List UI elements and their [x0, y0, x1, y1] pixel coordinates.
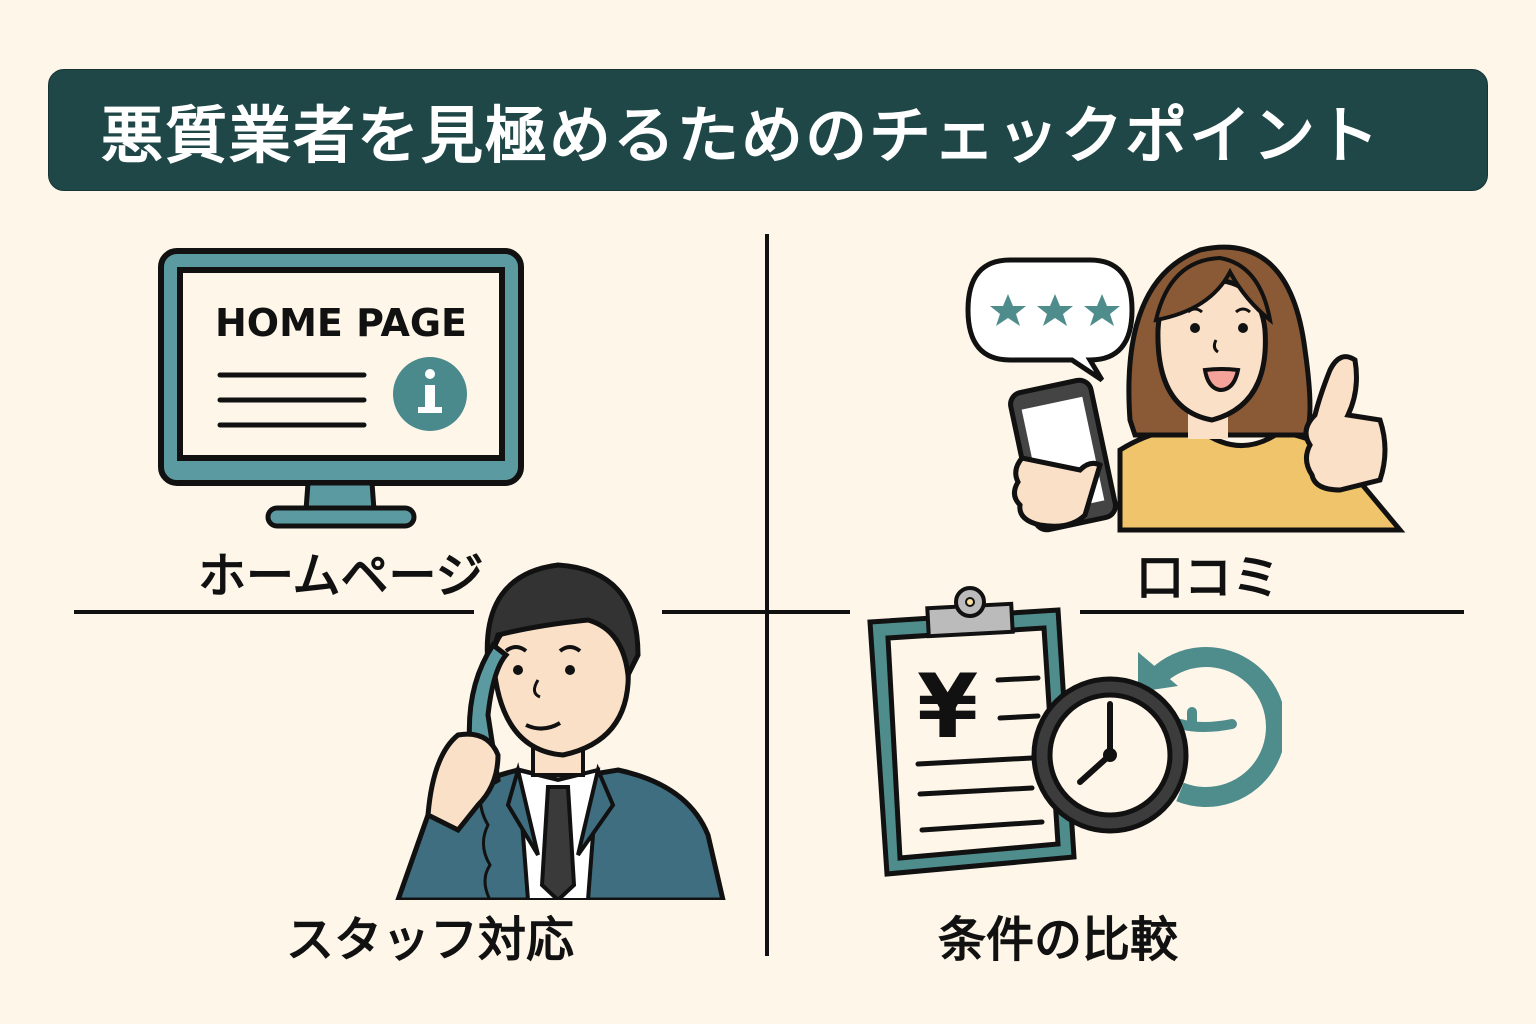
woman-thumbs-up-illustration — [960, 220, 1410, 540]
label-homepage: ホームページ — [198, 548, 484, 604]
page-title: 悪質業者を見極めるためのチェックポイント — [101, 99, 1382, 172]
vertical-divider — [765, 234, 769, 956]
label-condition-comparison: 条件の比較 — [938, 912, 1179, 968]
clock-icon — [1031, 676, 1189, 834]
star-icon — [1037, 294, 1073, 326]
horizontal-divider-center — [662, 610, 850, 614]
home-page-screen-text: HOME PAGE — [215, 301, 467, 345]
refresh-arrow-icon — [1138, 647, 1286, 807]
label-reviews: 口コミ — [1136, 550, 1281, 606]
clipboard-icon: ¥ — [867, 586, 1077, 877]
speech-bubble-icon — [965, 257, 1135, 383]
horizontal-divider-left — [74, 610, 474, 614]
star-icon — [990, 294, 1026, 326]
clipboard-with-clock-illustration: ¥ — [862, 582, 1286, 882]
monitor-icon: HOME PAGE — [158, 248, 524, 532]
horizontal-divider-right — [1080, 610, 1464, 614]
star-icon — [1084, 294, 1120, 326]
title-banner: 悪質業者を見極めるためのチェックポイント — [48, 69, 1488, 191]
label-staff-response: スタッフ対応 — [286, 912, 575, 968]
yen-symbol: ¥ — [917, 655, 978, 758]
info-icon — [393, 357, 467, 431]
businessman-on-phone-illustration — [388, 555, 728, 903]
